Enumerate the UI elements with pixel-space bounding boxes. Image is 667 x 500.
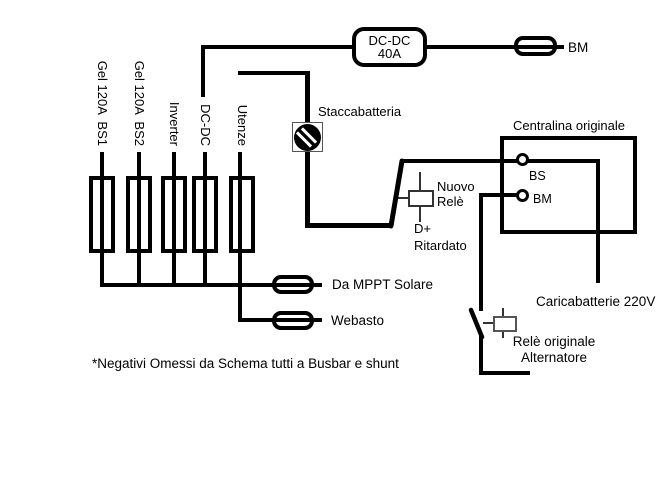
feed-label-dcdc: DC-DC [198,104,213,146]
battery-switch-icon [294,124,321,151]
wire-bs-down [596,159,600,283]
rele-originale-line2: Alternatore [520,350,588,365]
terminal-bm-label: BM [533,192,552,206]
feed-label-gel-120a-bs2: Gel 120A BS2 [132,60,147,146]
caricabatterie-label: Caricabatterie 220V [536,294,656,309]
wire-alternator-lower [479,335,483,374]
dcdc-converter-rating: 40A [377,46,402,61]
feed-label-gel-120a-bs1: Gel 120A BS1 [95,60,110,146]
rele-originale-line1: Relè originale [512,334,596,349]
feed-label-inverter: Inverter [167,101,182,146]
wire-fuse1-lead [100,152,104,287]
wire-utenze-horizontal [238,71,310,75]
dcdc-converter-box: DC-DC 40A [352,27,427,67]
dplus-label-line1: D+ [414,221,431,236]
wire-dcdc-to-bm-fuse [424,45,564,49]
fuse-icon-inverter [161,176,187,253]
wire-alternator-upper [479,193,483,311]
wire-busbar-to-mppt [100,283,322,287]
dcdc-converter-name: DC-DC [368,33,411,48]
fuse-icon-bm [514,36,557,56]
wire-alternator-bottom [479,371,530,375]
nuovo-rele-coil-icon [408,190,434,207]
centralina-box [500,136,637,234]
feed-label-utenze: Utenze [235,104,250,146]
fuse-icon-gel-bs2 [126,176,152,253]
wire-fuse5-lead [238,152,242,322]
alternator-rele-lead-bottom [502,331,504,338]
fuse-icon-mppt [272,275,314,294]
nuovo-rele-lead-bottom [419,207,421,222]
webasto-label: Webasto [331,313,385,328]
wire-fuse3-lead [172,152,176,287]
fuse-icon-gel-bs1 [89,176,115,253]
alternator-switch-arm-icon [468,307,485,340]
mppt-label: Da MPPT Solare [332,277,434,292]
wire-fuse4-lead [203,152,207,287]
wire-webasto [238,318,322,322]
alternator-rele-lead-top [502,308,504,317]
rele-originale-label: Relè originale Alternatore [502,334,606,366]
staccabatteria-label: Staccabatteria [318,104,402,119]
alternator-rele-coil-icon [493,316,517,332]
fuse-icon-dcdc [192,176,218,253]
nuovo-rele-switch-arm-icon [388,158,405,229]
nuovo-rele-label: Nuovo Relè [437,179,475,209]
nuovo-rele-lead-top [419,172,421,190]
alternator-rele-link [483,322,494,324]
dplus-ritardato-label: D+ Ritardato [414,220,467,254]
fuse-icon-webasto [272,311,314,330]
wire-to-nuovo-rele [305,223,392,228]
terminal-bs-label: BS [529,169,546,183]
wire-dcdc-top-horizontal [201,45,358,49]
centralina-title: Centralina originale [513,118,626,133]
wire-dcdc-riser [201,45,205,97]
terminal-bm [516,189,529,202]
wire-fuse2-lead [137,152,141,287]
nuovo-rele-label-line2: Relè [437,194,464,209]
bm-top-label: BM [568,40,589,55]
fuse-icon-utenze [229,176,255,253]
footnote: *Negativi Omessi da Schema tutti a Busba… [92,356,399,371]
terminal-bs [516,153,529,166]
dplus-label-line2: Ritardato [414,238,467,253]
nuovo-rele-label-line1: Nuovo [437,179,475,194]
